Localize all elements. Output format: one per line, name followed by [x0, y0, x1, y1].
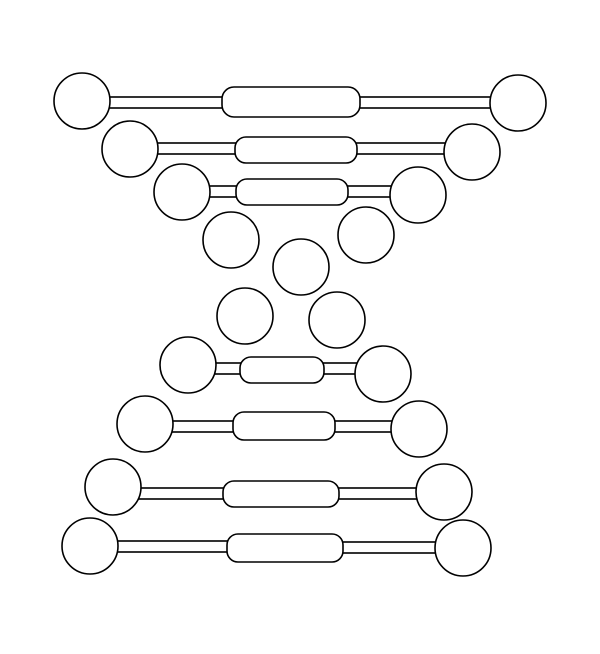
rung-1-left-backbone — [107, 96, 225, 109]
unpaired-nucleotide-lower-right — [308, 291, 366, 349]
rung-1-base-block — [221, 86, 361, 118]
unpaired-nucleotide-upper-left — [202, 211, 260, 269]
rung-1-right-nucleotide — [489, 74, 547, 132]
base-pair-rung-4 — [159, 336, 412, 403]
base-pair-rung-7 — [61, 517, 492, 577]
rung-4-right-backbone — [319, 362, 361, 375]
base-pair-rung-2 — [101, 120, 501, 181]
rung-2-left-backbone — [155, 142, 239, 155]
rung-5-left-nucleotide — [116, 395, 174, 453]
rung-2-right-backbone — [354, 142, 450, 155]
rung-5-left-backbone — [167, 420, 237, 433]
rung-7-right-nucleotide — [434, 519, 492, 577]
rung-2-left-nucleotide — [101, 120, 159, 178]
rung-3-right-nucleotide — [389, 166, 447, 224]
base-pair-rung-1 — [53, 72, 547, 132]
unpaired-nucleotide-lower-left — [216, 287, 274, 345]
rung-5-base-block — [232, 411, 336, 441]
rung-7-right-backbone — [339, 541, 439, 554]
rung-5-right-nucleotide — [390, 400, 448, 458]
rung-2-right-nucleotide — [443, 123, 501, 181]
rung-3-base-block — [235, 178, 349, 206]
unpaired-nucleotide-upper-right — [337, 206, 395, 264]
rung-6-right-backbone — [335, 487, 421, 500]
unpaired-nucleotide-center — [272, 238, 330, 296]
rung-6-right-nucleotide — [415, 463, 473, 521]
base-pair-rung-5 — [116, 395, 448, 458]
rung-1-right-backbone — [357, 96, 493, 109]
rung-3-right-backbone — [343, 185, 395, 198]
rung-6-left-backbone — [137, 487, 227, 500]
base-pair-rung-3 — [153, 163, 447, 224]
rung-4-right-nucleotide — [354, 345, 412, 403]
rung-7-base-block — [226, 533, 344, 563]
rung-4-left-nucleotide — [159, 336, 217, 394]
base-pair-rung-6 — [84, 458, 473, 521]
rung-4-base-block — [239, 356, 325, 384]
rung-2-base-block — [234, 136, 358, 164]
rung-6-left-nucleotide — [84, 458, 142, 516]
rung-1-left-nucleotide — [53, 72, 111, 130]
rung-7-left-nucleotide — [61, 517, 119, 575]
rung-7-left-backbone — [115, 540, 231, 553]
rung-6-base-block — [222, 480, 340, 508]
rung-5-right-backbone — [332, 420, 396, 433]
rung-3-left-nucleotide — [153, 163, 211, 221]
